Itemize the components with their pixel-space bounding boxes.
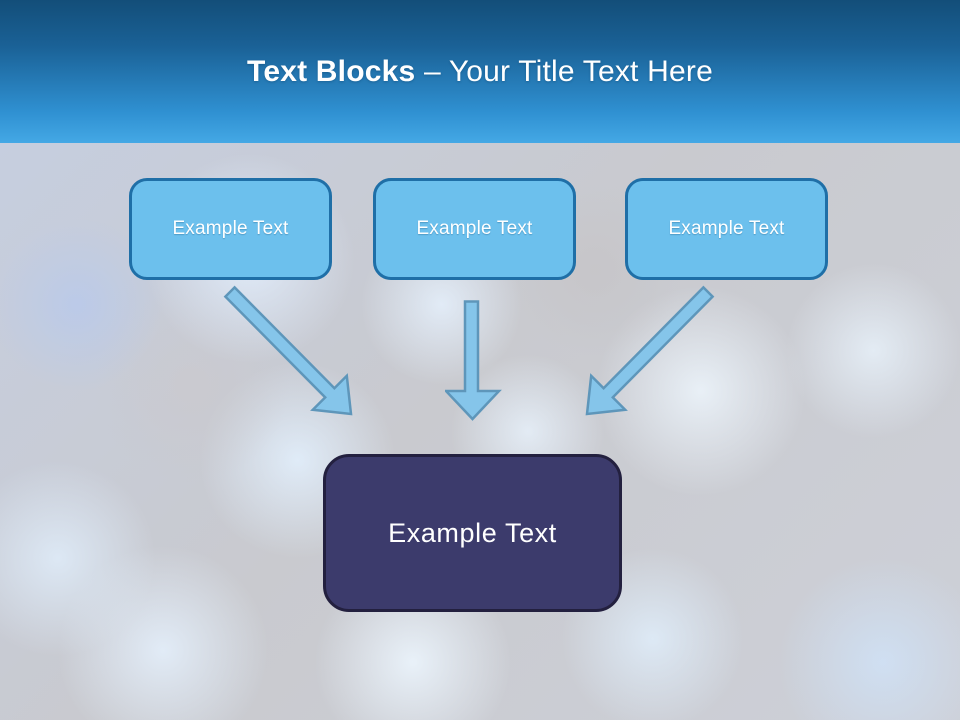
text-block-1-label: Example Text xyxy=(172,218,289,239)
down-left-arrow-icon xyxy=(585,285,715,416)
down-arrow-icon xyxy=(445,300,502,421)
title-banner: Text Blocks – Your Title Text Here xyxy=(0,0,960,143)
text-block-2-label: Example Text xyxy=(416,218,533,239)
slide-title: Text Blocks – Your Title Text Here xyxy=(247,55,713,89)
text-block-3-label: Example Text xyxy=(668,218,785,239)
slide-title-text: – Your Title Text Here xyxy=(423,54,713,88)
text-block-1: Example Text xyxy=(129,178,332,280)
result-block-label: Example Text xyxy=(388,517,557,548)
text-block-3: Example Text xyxy=(625,178,828,280)
down-right-arrow-icon xyxy=(223,285,353,416)
text-block-2: Example Text xyxy=(373,178,576,280)
slide-title-topic: Text Blocks xyxy=(247,54,416,88)
result-block: Example Text xyxy=(323,454,622,612)
